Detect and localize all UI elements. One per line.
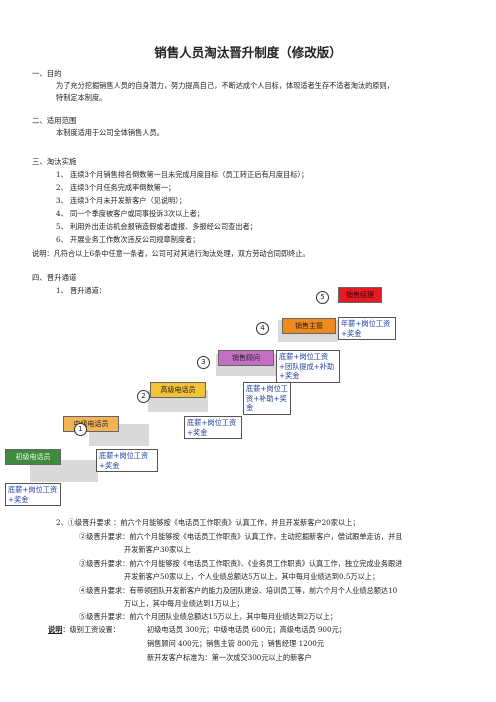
stair-step (30, 460, 98, 482)
section-4-heading: 四、晋升通道 (32, 273, 77, 282)
salary-note-heading: ：级别工资设置： (62, 625, 120, 634)
salary-note-label: 说明 (48, 625, 63, 634)
pay-sales-consultant: 底薪+岗位工资+补助+奖金 (243, 382, 291, 415)
level-senior-caller: 高级电话员 (150, 382, 206, 398)
section-3-item: 4、 同一个季度被客户或同事投诉3次以上者； (56, 209, 204, 218)
promotion-requirement: 开发新客户30家以上 (124, 545, 191, 554)
salary-note: 说明：级别工资设置： (48, 625, 120, 634)
level-sales-consultant: 销售顾问 (218, 350, 274, 366)
section-3-note: 说明：凡符合以上6条中任意一条者，公司可对其进行淘汰处理，双方劳动合同即终止。 (32, 249, 310, 258)
level-number-badge: 2 (137, 390, 150, 403)
section-3-item: 3、 连续3个月未开发新客户（见说明）； (56, 196, 187, 205)
level-sales-supervisor: 销售主管 (282, 318, 336, 334)
section-3-item: 1、 连续3个月销售排名倒数第一且未完成月度目标（员工转正后有月度目标）； (56, 170, 309, 179)
pay-mid-caller: 底薪+岗位工资+奖金 (96, 449, 158, 472)
section-3-item: 5、 利用外出走访机会报销造假或者虚报、多报经公司查出者； (56, 222, 257, 231)
page-title: 销售人员淘汰晋升制度（修改版） (154, 45, 342, 60)
section-3-item: 2、 连续3个月任务完成率倒数第一； (56, 183, 176, 192)
promotion-requirement: ⑤级晋升要求：前六个月团队业绩总额达15万以上，其中每月业绩达到2万以上； (79, 612, 338, 621)
section-4-subheading: 1、 晋升通道： (56, 286, 106, 295)
section-2-text: 本制度适用于公司全体销售人员。 (56, 128, 164, 137)
level-mid-caller: 中级电话员 (63, 416, 119, 432)
section-3-heading: 三、淘汰实施 (32, 157, 77, 166)
pay-sales-supervisor: 底薪+岗位工资+团队提成+补助+奖金 (276, 350, 340, 383)
level-junior-caller: 初级电话员 (5, 449, 61, 465)
pay-junior-caller: 底薪+岗位工资+奖金 (5, 483, 61, 506)
salary-line-1: 初级电话员 300元；中级电话员 600元；高级电话员 900元； (147, 625, 346, 634)
pay-sales-manager: 年薪+岗位工资+奖金 (338, 317, 396, 340)
level-number-badge: 5 (316, 291, 329, 304)
promotion-requirement: 万以上，其中每月业绩达到1万以上； (124, 599, 244, 608)
level-number-badge: 1 (74, 423, 87, 436)
level-number-badge: 4 (256, 322, 269, 335)
level-number-badge: 3 (197, 356, 210, 369)
level-sales-manager: 销售经理 (338, 287, 382, 303)
promotion-requirement: 开发新客户50家以上，个人业绩总额达5万以上，其中每月业绩达到0.5万以上； (124, 572, 380, 581)
section-1-text-2: 特制定本制度。 (56, 93, 107, 102)
promotion-requirement: ②级晋升要求：前六个月能够按《电话员工作职责》认真工作，主动挖掘新客户，偿试跟单… (79, 532, 403, 541)
section-1-heading: 一、目的 (32, 69, 62, 78)
promotion-requirement: ③级晋升要求：前六个月能够按《电话员工作职责》、《业务员工作职责》认真工作，独立… (79, 559, 403, 568)
promotion-requirement: 2、①级晋升要求 ：前六个月能够按《电话员工作职责》认真工作，并且开发新客户20… (56, 518, 360, 527)
section-1-text-1: 为了充分挖掘销售人员的自身潜力，努力提高自己，不断达成个人目标，体现适者生存不适… (56, 81, 394, 90)
promotion-requirement: ④级晋升要求：有带领团队开发新客户的能力及团队建设、培训员工等，前六个月个人业绩… (79, 586, 398, 595)
section-3-item: 6、 开展业务工作数次违反公司规章制度者； (56, 235, 200, 244)
salary-line-2: 销售顾问 400元；销售主管 800元 ；销售经理 1200元 (147, 639, 325, 648)
section-2-heading: 二、适用范围 (32, 116, 77, 125)
pay-senior-caller: 底薪+岗位工资+奖金 (184, 416, 242, 439)
new-client-standard: 新开发客户标准为：第一次成交300元以上的新客户 (147, 653, 312, 662)
